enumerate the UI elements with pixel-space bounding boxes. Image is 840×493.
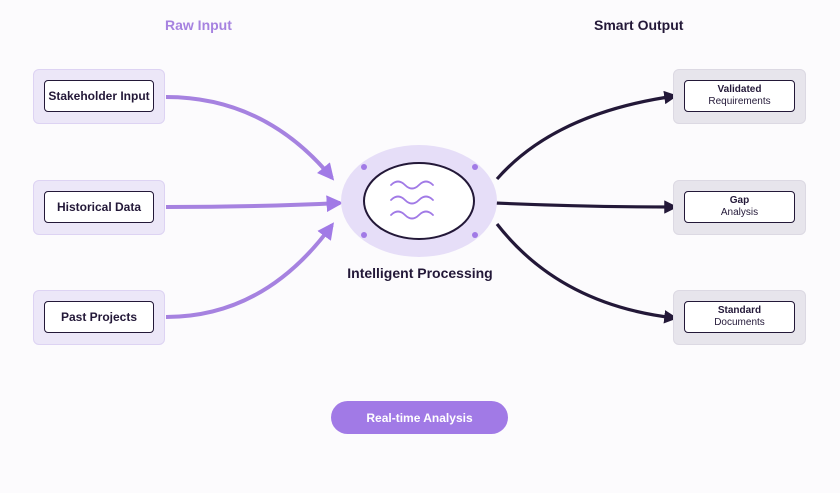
realtime-analysis-button[interactable]: Real-time Analysis (331, 401, 508, 434)
output-gap-title: Gap (729, 195, 750, 206)
processing-label: Intelligent Processing (347, 265, 493, 281)
arrow-past-to-center (165, 222, 334, 319)
waves-icon (390, 180, 434, 220)
output-card-gap: Gap Analysis (673, 180, 806, 235)
output-standard-subtitle: Documents (714, 317, 765, 328)
arrow-center-to-validated (495, 90, 678, 181)
input-card-past-projects: Past Projects (33, 290, 165, 345)
output-standard: Standard Documents (684, 301, 795, 333)
output-validated: Validated Requirements (684, 80, 795, 112)
input-stakeholder: Stakeholder Input (44, 80, 154, 112)
raw-input-heading: Raw Input (165, 17, 232, 33)
output-validated-subtitle: Requirements (708, 96, 771, 107)
arrow-center-to-standard (495, 223, 678, 324)
arrow-historical-to-center (165, 195, 344, 213)
smart-output-heading: Smart Output (594, 17, 684, 33)
input-card-historical: Historical Data (33, 180, 165, 235)
arrow-stakeholder-to-center (165, 95, 335, 181)
arrow-center-to-gap (473, 200, 678, 214)
output-gap: Gap Analysis (684, 191, 795, 223)
output-card-validated: Validated Requirements (673, 69, 806, 124)
input-past-projects: Past Projects (44, 301, 154, 333)
output-gap-subtitle: Analysis (720, 207, 759, 218)
input-historical: Historical Data (44, 191, 154, 223)
output-validated-title: Validated (717, 84, 762, 95)
input-card-stakeholder: Stakeholder Input (33, 69, 165, 124)
output-standard-title: Standard (717, 305, 762, 316)
output-card-standard: Standard Documents (673, 290, 806, 345)
